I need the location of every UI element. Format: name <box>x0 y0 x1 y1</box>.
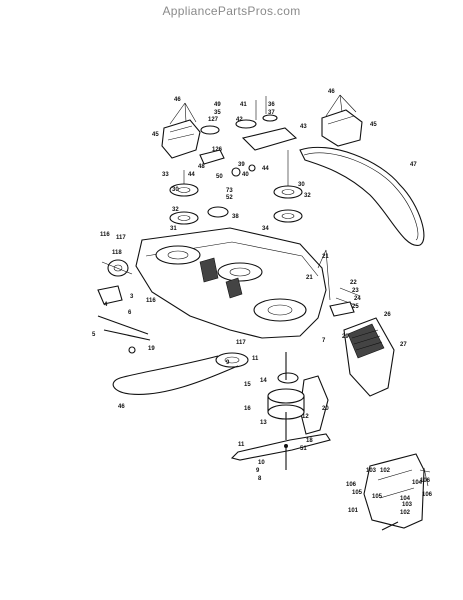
callout-label: 49 <box>214 102 221 108</box>
callout-label: 9 <box>256 468 260 474</box>
callout-label: 15 <box>244 382 251 388</box>
callout-label: 14 <box>260 378 267 384</box>
callout-label: 20 <box>322 406 329 412</box>
callout-label: 106 <box>346 482 357 488</box>
callout-label: 44 <box>188 172 195 178</box>
callout-label: 102 <box>400 510 411 516</box>
callout-label: 6 <box>128 310 132 316</box>
callout-label: 30 <box>172 187 179 193</box>
callout-label: 24 <box>354 296 361 302</box>
callout-label: 16 <box>244 406 251 412</box>
spring-bracket <box>329 287 361 317</box>
pulley-stack-center <box>199 96 298 177</box>
callout-label: 11 <box>252 356 259 362</box>
callout-label: 51 <box>300 446 307 452</box>
pulleys-left <box>169 183 229 225</box>
spindle-assembly <box>267 352 305 440</box>
callout-label: 10 <box>258 460 265 466</box>
callout-label: 46 <box>174 97 181 103</box>
callout-label: 36 <box>268 102 275 108</box>
callout-label: 41 <box>240 102 247 108</box>
callout-label: 30 <box>298 182 305 188</box>
discharge-chute <box>343 317 395 397</box>
callout-label: 73 <box>226 188 233 194</box>
callout-label: 102 <box>380 468 391 474</box>
callout-label: 104 <box>400 496 411 502</box>
callout-label: 23 <box>352 288 359 294</box>
drive-pulley-lower <box>112 352 249 395</box>
callout-label: 25 <box>352 304 359 310</box>
callout-label: 126 <box>212 147 223 153</box>
callout-label: 43 <box>300 124 307 130</box>
belt-guard-right <box>321 94 363 147</box>
callout-label: 117 <box>236 340 246 346</box>
callout-label: 5 <box>92 332 96 338</box>
watermark-text: AppliancePartsPros.com <box>162 4 301 18</box>
callout-label: 9 <box>226 360 230 366</box>
callout-label: 101 <box>348 508 359 514</box>
belt-guard-left <box>161 102 201 159</box>
callout-label: 32 <box>172 207 179 213</box>
callout-label: 50 <box>216 174 223 180</box>
callout-label: 11 <box>238 442 245 448</box>
callout-label: 21 <box>306 275 313 281</box>
callout-label: 48 <box>198 164 205 170</box>
callout-label: 35 <box>214 110 221 116</box>
callout-label: 29 <box>342 334 349 340</box>
blade-11 <box>230 433 331 470</box>
callout-label: 7 <box>322 338 326 344</box>
callout-label: 117 <box>116 235 126 241</box>
mower-deck-housing <box>135 227 331 339</box>
callout-label: 27 <box>400 342 407 348</box>
callout-label: 13 <box>260 420 267 426</box>
callout-label: 116 <box>146 298 156 304</box>
callout-label: 22 <box>350 280 357 286</box>
callout-label: 34 <box>262 226 269 232</box>
callout-label: 42 <box>236 117 243 123</box>
callout-label: 19 <box>148 346 155 352</box>
callout-label: 127 <box>208 117 219 123</box>
callout-label: 40 <box>242 172 249 178</box>
callout-label: 47 <box>410 162 417 168</box>
callout-label: 103 <box>366 468 377 474</box>
callout-label: 33 <box>162 172 169 178</box>
callout-label: 12 <box>302 414 309 420</box>
callout-label: 105 <box>372 494 383 500</box>
callout-label: 118 <box>112 250 122 256</box>
callout-label: 3 <box>130 294 134 300</box>
callout-label: 46 <box>328 89 335 95</box>
callout-label: 39 <box>238 162 245 168</box>
callout-label: 32 <box>304 193 311 199</box>
hanger-bracket <box>97 285 151 354</box>
callout-label: 44 <box>262 166 269 172</box>
deflector-assembly <box>363 453 431 531</box>
callout-label: 116 <box>100 232 110 238</box>
callout-label: 106 <box>422 492 433 498</box>
callout-label: 26 <box>384 312 391 318</box>
gauge-wheel-left <box>101 259 133 277</box>
callout-label: 8 <box>258 476 262 482</box>
callout-label: 45 <box>152 132 159 138</box>
callout-label: 45 <box>370 122 377 128</box>
callout-label: 52 <box>226 195 233 201</box>
callout-label: 104 <box>412 480 423 486</box>
callout-label: 18 <box>306 438 313 444</box>
pulleys-right <box>183 150 303 223</box>
callout-label: 31 <box>170 226 177 232</box>
callout-label: 103 <box>402 502 413 508</box>
callout-label: 38 <box>232 214 239 220</box>
callout-label: 106 <box>420 478 431 484</box>
callout-label: 105 <box>352 490 363 496</box>
belt-47 <box>299 146 425 246</box>
callout-label: 4 <box>104 302 108 308</box>
callout-label: 21 <box>322 254 329 260</box>
callout-label: 46 <box>118 404 125 410</box>
callout-label: 37 <box>268 110 275 116</box>
